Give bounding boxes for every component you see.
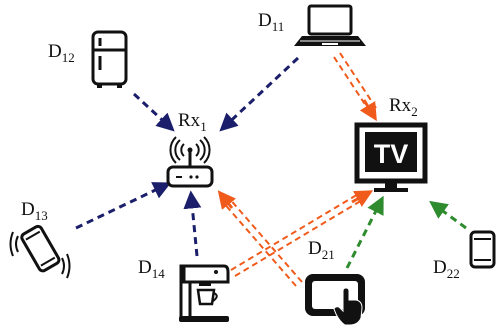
label-d22: D22 [433,257,460,281]
smartphone-icon-d22 [469,230,496,269]
laptop-icon [294,4,366,46]
link-d21-rx2 [345,195,384,269]
label-d11: D11 [258,10,284,34]
tablet-touch-icon [305,274,365,326]
tv-icon: TV [354,122,428,192]
link-d11-rx2 [333,52,377,122]
link-d21-rx1 [217,190,303,287]
smartphone-icon [9,224,71,279]
link-d11-rx1 [219,56,300,132]
label-rx2: Rx2 [389,95,418,119]
label-d13: D13 [21,199,48,223]
link-d22-rx2 [429,200,467,230]
tv-screen-text: TV [374,139,409,169]
refrigerator-icon [91,30,128,88]
link-d14-rx1 [183,190,202,257]
label-d14: D14 [138,257,165,281]
link-d14-rx2 [230,190,374,277]
links [75,52,467,287]
link-d12-rx1 [132,92,175,132]
label-rx1: Rx1 [178,110,207,134]
link-d13-rx1 [75,182,172,230]
wifi-router-icon [166,136,214,188]
label-d21: D21 [308,238,335,262]
label-d12: D12 [48,41,75,65]
coffee-machine-icon [179,264,230,322]
